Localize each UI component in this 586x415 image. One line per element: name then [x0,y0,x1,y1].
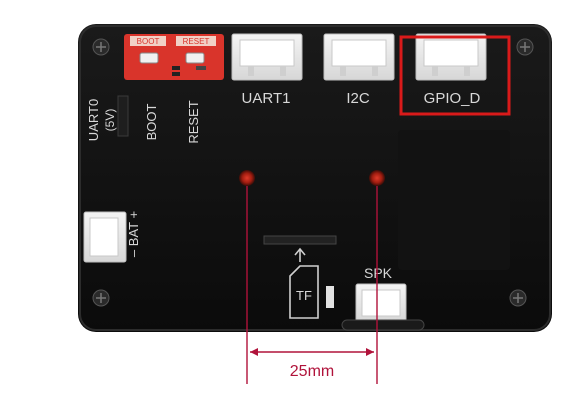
gpio-d-label: GPIO_D [424,90,481,107]
dimension-label: 25mm [290,363,334,380]
spk-label: SPK [364,265,393,281]
screw-icon [92,289,110,307]
pcb-reset-label: RESET [183,37,210,46]
usb-c-port[interactable] [341,319,425,331]
reset-side-label: RESET [186,100,201,143]
gpio-d-connector[interactable] [415,33,487,81]
tf-slot[interactable] [263,235,337,245]
uart0-label: UART0 [86,99,101,141]
pcb-button-board: BOOT RESET [124,34,224,80]
bat-connector[interactable] [83,211,127,263]
screw-icon [92,38,110,56]
tf-label: TF [296,288,312,303]
screw-icon [516,38,534,56]
i2c-connector[interactable] [323,33,395,81]
boot-side-label: BOOT [144,104,159,141]
mounting-hole-left [239,170,255,186]
i2c-label: I2C [346,90,370,107]
mounting-hole-right [369,170,385,186]
tf-latch [326,286,334,308]
gpio-d-highlight [399,35,511,116]
boot-button[interactable] [139,52,159,64]
screw-icon [509,289,527,307]
enclosure-bevel [79,25,551,331]
bat-label: – BAT + [126,211,141,257]
dimension-annotation [246,186,378,384]
reset-button[interactable] [185,52,205,64]
uart1-label: UART1 [242,90,291,107]
pcb-boot-label: BOOT [137,37,160,46]
uart1-connector[interactable] [231,33,303,81]
shielding-area [398,130,510,270]
spk-connector[interactable] [355,283,407,323]
uart0-port[interactable] [117,95,129,137]
uart0-voltage-label: (5V) [103,109,117,132]
tf-card-icon [289,247,319,319]
